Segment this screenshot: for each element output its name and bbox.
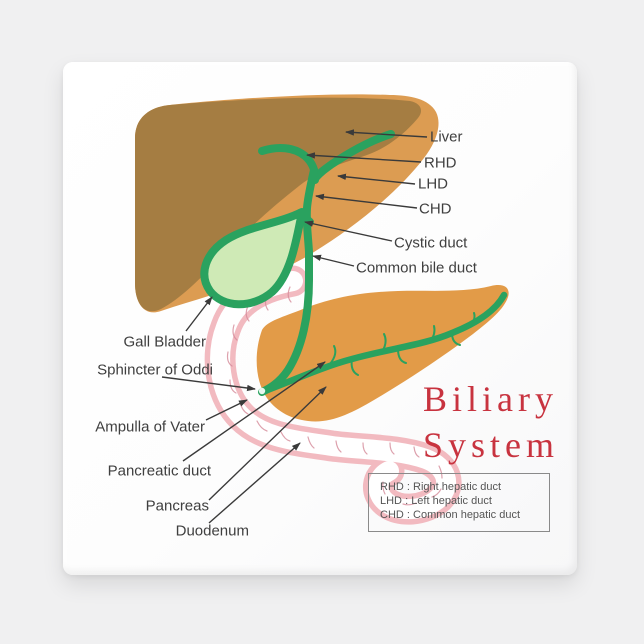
common-bile-duct-arrow: [312, 254, 355, 267]
diagram-title-line1: Biliary: [423, 379, 558, 419]
legend-desc: Left hepatic duct: [411, 494, 492, 507]
label-pancreatic-duct: Pancreatic duct: [107, 462, 211, 480]
lhd-arrow: [337, 173, 416, 185]
label-liver: Liver: [430, 128, 463, 146]
legend-separator: :: [402, 494, 412, 507]
cystic-duct-shape: [296, 209, 314, 226]
legend-row-lhd: LHD : Left hepatic duct: [380, 495, 549, 509]
label-ampulla-of-vater: Ampulla of Vater: [95, 418, 205, 436]
label-gall-bladder: Gall Bladder: [123, 333, 206, 351]
left-hepatic-duct: [310, 130, 395, 184]
duodenum-arrow: [208, 442, 301, 524]
label-chd: CHD: [419, 200, 452, 218]
rhd-arrow: [306, 152, 422, 163]
legend-desc: Common hepatic duct: [413, 508, 521, 521]
label-pancreas: Pancreas: [145, 497, 209, 515]
legend-row-chd: CHD : Common hepatic duct: [380, 509, 549, 523]
legend-desc: Right hepatic duct: [413, 481, 502, 493]
legend-abbr: RHD: [380, 481, 404, 493]
legend-separator: :: [403, 481, 414, 493]
label-common-bile-duct: Common bile duct: [356, 259, 477, 277]
ampulla-of-vater-arrow: [205, 399, 248, 421]
diagram-title-line2: System: [423, 425, 560, 466]
label-cystic-duct: Cystic duct: [394, 234, 468, 252]
common-hepatic-and-bile-duct: [258, 166, 318, 396]
chd-arrow: [315, 193, 418, 209]
pancreas-arrow: [208, 386, 327, 501]
gall-bladder-arrow: [185, 296, 213, 332]
legend-separator: :: [403, 508, 414, 521]
label-sphincter-of-oddi: Sphincter of Oddi: [97, 361, 213, 379]
label-rhd: RHD: [424, 154, 457, 172]
annotation-arrows: [161, 129, 428, 524]
label-duodenum: Duodenum: [175, 522, 249, 540]
pancreatic-duct-branches: [329, 312, 476, 376]
pancreatic-duct-arrow: [182, 361, 326, 462]
gall-bladder-shape: [200, 208, 306, 309]
legend-abbr: CHD: [380, 508, 404, 521]
diagram-title: Biliary System: [423, 376, 559, 468]
sphincter-of-oddi-dot: [258, 387, 266, 395]
label-lhd: LHD: [418, 175, 449, 193]
liver-arrow: [345, 129, 428, 138]
sphincter-of-oddi-arrow: [161, 376, 256, 392]
legend-abbr: LHD: [380, 494, 403, 507]
legend-box: RHD : Right hepatic duct LHD : Left hepa…: [368, 473, 550, 532]
legend-row-rhd: RHD : Right hepatic duct: [380, 481, 549, 495]
cystic-duct-arrow: [304, 220, 393, 242]
